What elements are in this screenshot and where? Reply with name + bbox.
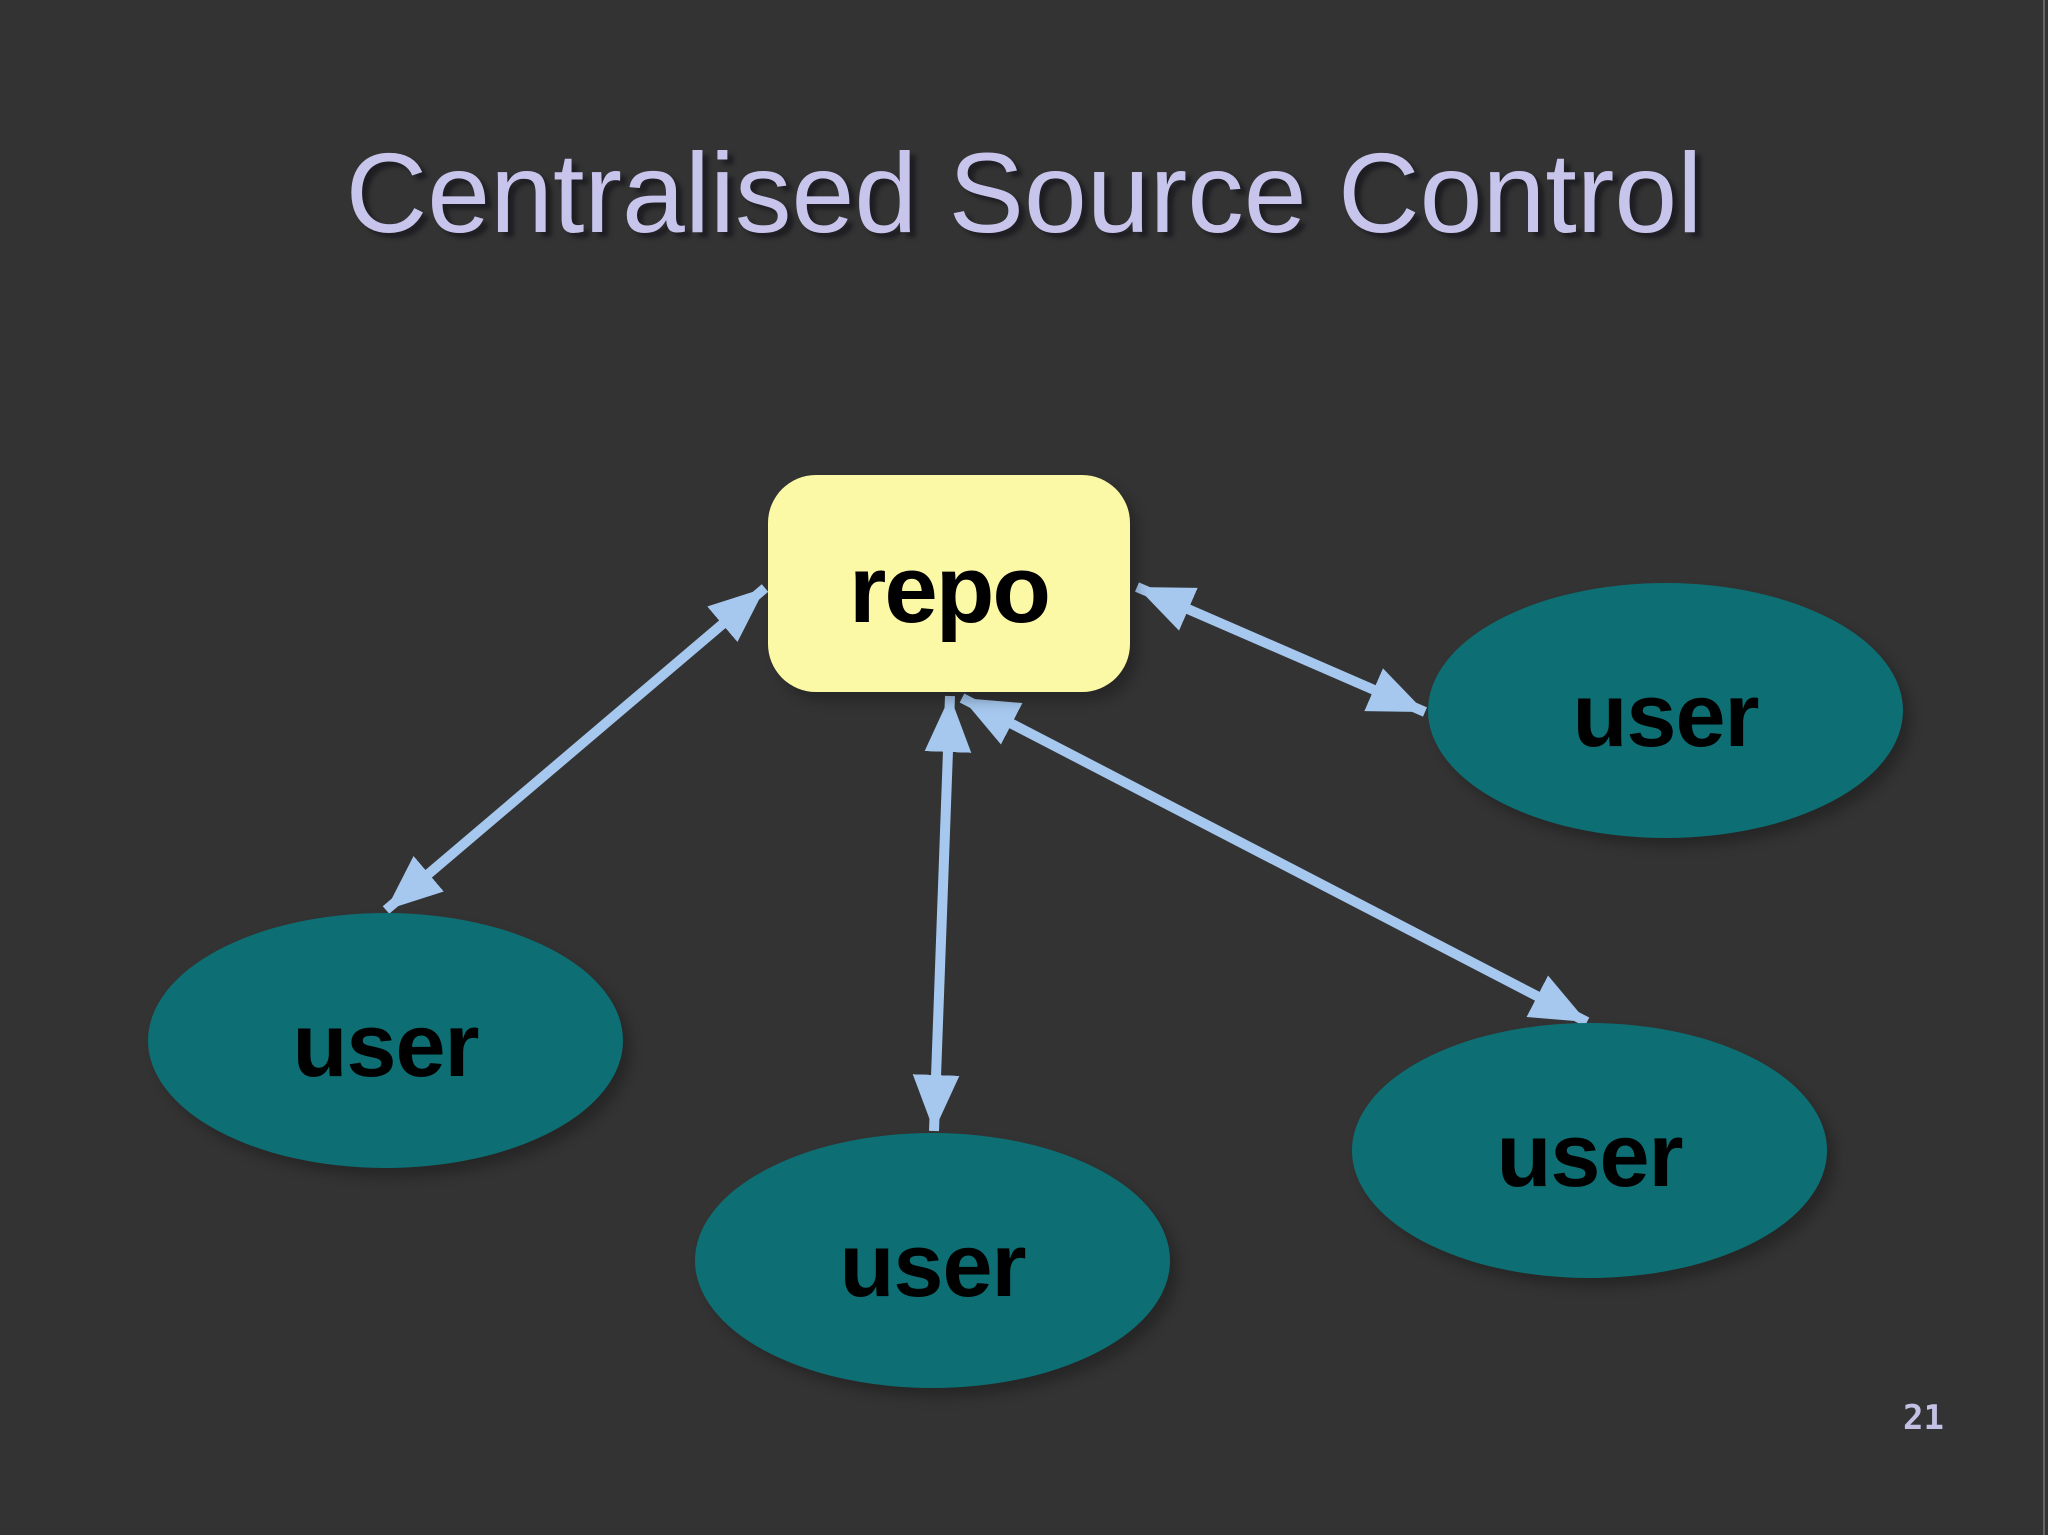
arrow-repo-to-user-bottom-middle	[912, 695, 972, 1132]
user-node-bottom-middle: user	[695, 1133, 1170, 1388]
user-label: user	[292, 996, 479, 1096]
repo-label: repo	[848, 535, 1051, 643]
arrow-repo-to-user-top-right	[1135, 582, 1427, 717]
user-label: user	[839, 1216, 1026, 1316]
repo-node: repo	[768, 475, 1130, 692]
arrow-repo-to-user-left	[382, 584, 769, 914]
screen-edge-line	[2043, 0, 2045, 1535]
user-label: user	[1496, 1106, 1683, 1206]
user-node-left: user	[148, 913, 623, 1168]
user-label: user	[1572, 666, 1759, 766]
slide-title: Centralised Source Control	[345, 130, 1703, 256]
page-number: 21	[1903, 1398, 1944, 1438]
user-node-bottom-right: user	[1352, 1023, 1827, 1278]
user-node-top-right: user	[1428, 583, 1903, 838]
